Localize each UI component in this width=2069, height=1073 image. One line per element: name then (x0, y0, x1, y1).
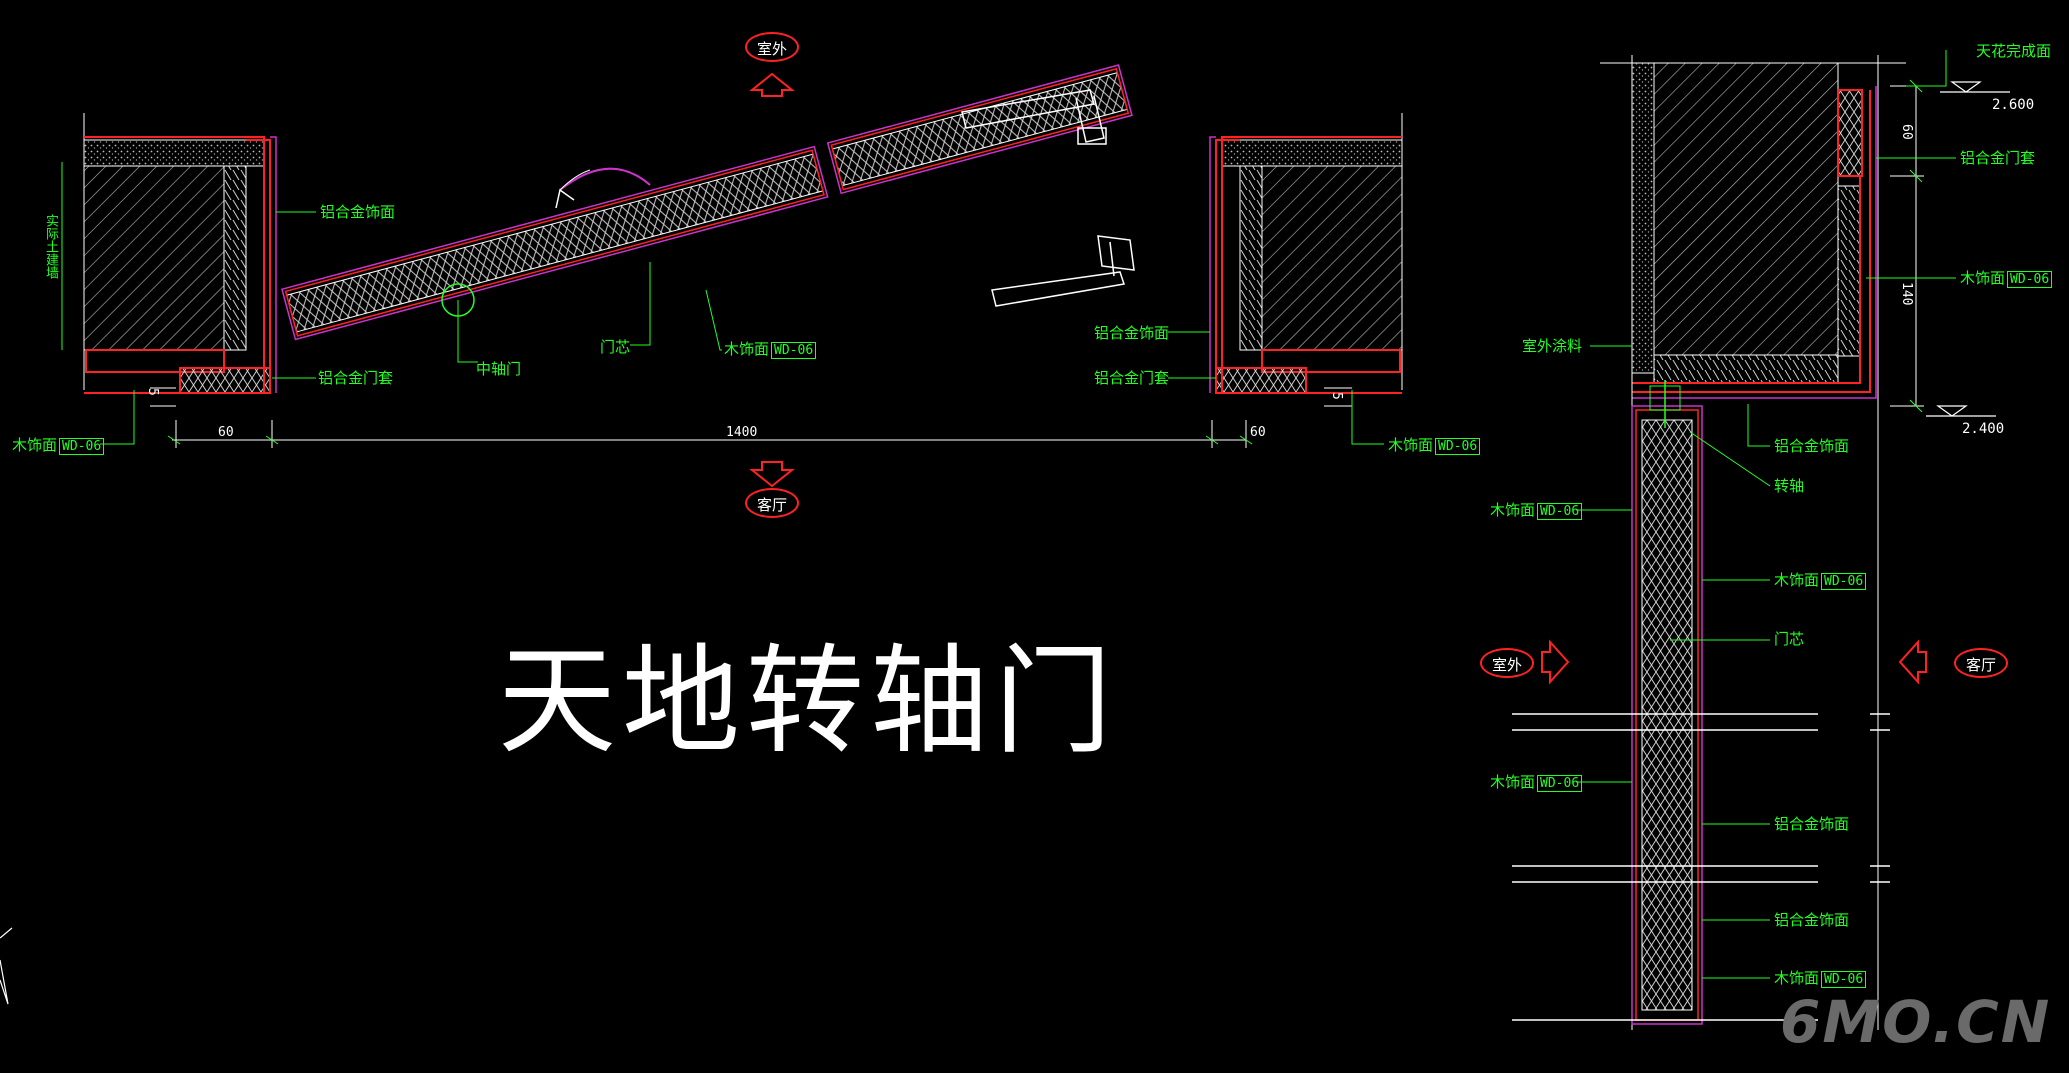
room-label-exterior-top: 室外 (745, 32, 799, 62)
label-alu-frame-right: 铝合金门套 (1094, 369, 1170, 387)
level-markers (1926, 81, 2010, 417)
drawing-title: 天地转轴门 (498, 632, 1119, 770)
section-leader-lines (1576, 50, 1956, 979)
label-alu-frame-left: 铝合金门套 (318, 369, 394, 387)
label-section-core: 门芯 (1774, 630, 1805, 648)
label-section-alu-face-3: 铝合金饰面 (1774, 911, 1850, 929)
label-section-alu-face-2: 铝合金饰面 (1774, 815, 1850, 833)
level-lower: 2.400 (1962, 421, 2005, 437)
code-tag: WD-06 (1537, 775, 1583, 792)
label-axle: 转轴 (1774, 477, 1805, 495)
dim-plan-left: 60 (218, 425, 234, 440)
code-tag: WD-06 (1821, 971, 1867, 988)
label-text: 木饰面 (1774, 969, 1820, 987)
label-text: 木饰面 (1774, 571, 1820, 589)
plan-left-wall (61, 113, 277, 394)
label-text: 木饰面 (1960, 269, 2006, 287)
label-pivot: 中轴门 (476, 360, 522, 378)
plan-right-wall (1209, 113, 1403, 394)
dim-plan-small-left: 5 (145, 388, 160, 396)
label-actual-wall: 实际土建墙 (43, 214, 58, 279)
label-alu-face-right: 铝合金饰面 (1094, 324, 1170, 342)
dim-plan-small-right: 5 (1329, 392, 1344, 400)
label-text: 木饰面 (724, 340, 770, 358)
code-tag: WD-06 (2007, 271, 2053, 288)
label-text: 木饰面 (1490, 773, 1536, 791)
level-upper: 2.600 (1992, 97, 2035, 113)
label-exterior-paint: 室外涂料 (1522, 337, 1583, 355)
room-label-living-bottom: 客厅 (745, 488, 799, 518)
label-text: 木饰面 (1388, 436, 1434, 454)
plan-dimension-line (150, 387, 1352, 448)
plan-door-leaf (281, 64, 1133, 341)
code-tag: WD-06 (1435, 438, 1481, 455)
plan-leader-lines (100, 211, 1384, 445)
dim-section-upper: 60 (1899, 124, 1914, 140)
code-tag: WD-06 (59, 438, 105, 455)
label-ceiling-finish: 天花完成面 (1976, 42, 2052, 60)
label-section-alu-frame: 铝合金门套 (1960, 149, 2036, 167)
room-arrows (749, 72, 1927, 685)
code-tag: WD-06 (1537, 503, 1583, 520)
label-core: 门芯 (600, 338, 631, 356)
room-label-exterior-left: 室外 (1480, 648, 1534, 678)
label-text: 木饰面 (12, 436, 58, 454)
plan-door-handle (961, 89, 1135, 307)
label-section-alu-face-1: 铝合金饰面 (1774, 437, 1850, 455)
section-break-lines (1512, 713, 1890, 1021)
dim-plan-middle: 1400 (726, 425, 758, 440)
code-tag: WD-06 (1821, 573, 1867, 590)
dim-plan-right: 60 (1250, 425, 1266, 440)
label-text: 木饰面 (1490, 501, 1536, 519)
section-door-leaf (1631, 380, 1703, 1025)
section-ceiling (1600, 55, 1906, 1030)
room-label-living-right: 客厅 (1954, 648, 2008, 678)
watermark: 6MO.CN (1780, 988, 2052, 1056)
label-alu-face-left: 铝合金饰面 (320, 203, 396, 221)
code-tag: WD-06 (771, 342, 817, 359)
corner-axis-mark (0, 927, 13, 1005)
dim-section-lower: 140 (1899, 282, 1914, 306)
